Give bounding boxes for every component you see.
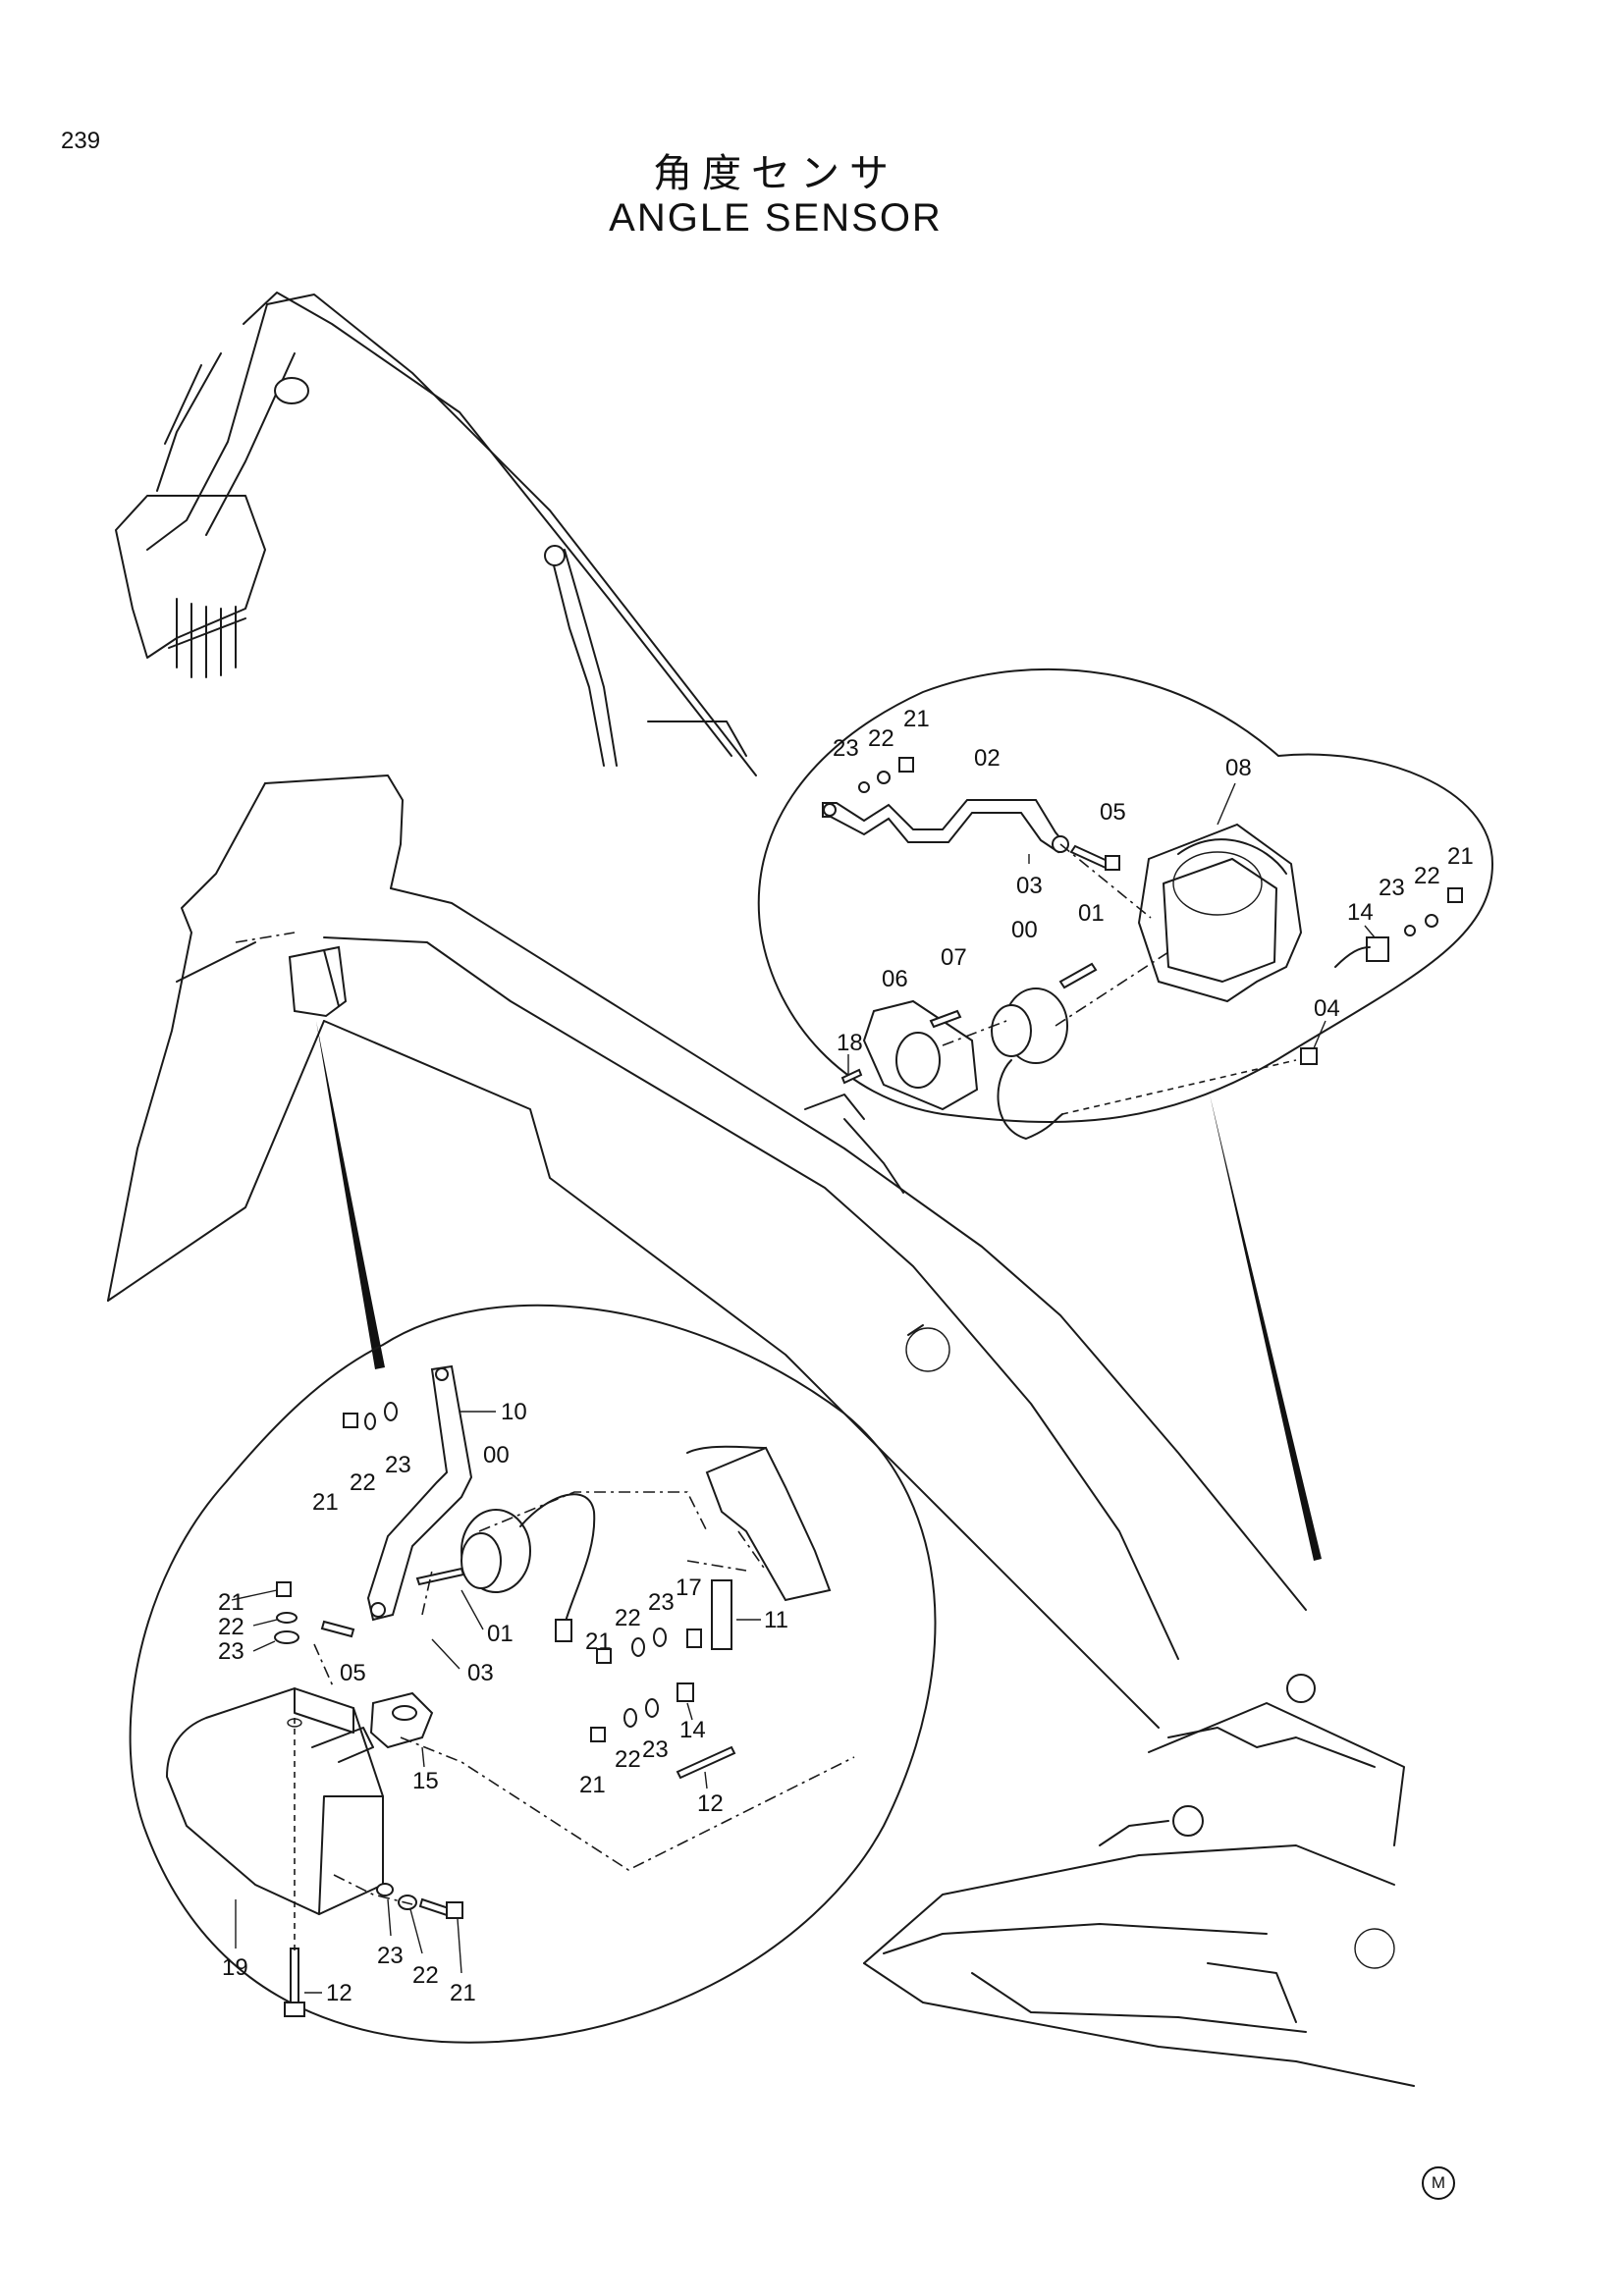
callout-15: 15 xyxy=(412,1768,439,1794)
callout-23: 23 xyxy=(833,735,859,762)
callout-05: 05 xyxy=(1100,799,1126,826)
callout-19: 19 xyxy=(222,1954,248,1981)
callout-00: 00 xyxy=(1011,917,1038,943)
callout-23: 23 xyxy=(642,1736,669,1763)
callout-21: 21 xyxy=(903,706,930,732)
callout-17: 17 xyxy=(676,1575,702,1601)
boom-sensor-housing xyxy=(288,945,348,1018)
callout-00: 00 xyxy=(483,1442,510,1468)
callout-11: 11 xyxy=(764,1607,788,1633)
callout-23: 23 xyxy=(648,1589,675,1616)
callout-03: 03 xyxy=(1016,873,1043,899)
callout-22: 22 xyxy=(412,1962,439,1989)
callout-21: 21 xyxy=(450,1980,476,2006)
callout-04: 04 xyxy=(1314,995,1340,1022)
callout-03: 03 xyxy=(467,1660,494,1686)
callout-23: 23 xyxy=(385,1452,411,1478)
callout-18: 18 xyxy=(837,1030,863,1056)
callout-21: 21 xyxy=(218,1589,244,1616)
callout-01: 01 xyxy=(487,1621,514,1647)
callout-23: 23 xyxy=(218,1638,244,1665)
callout-22: 22 xyxy=(615,1605,641,1631)
pointer-lower xyxy=(316,1021,385,1369)
callout-01: 01 xyxy=(1078,900,1105,927)
callout-12: 12 xyxy=(697,1790,724,1817)
callout-10: 10 xyxy=(501,1399,527,1425)
lower-callouts: 10 00 21 22 23 21 22 23 01 05 03 17 22 2… xyxy=(218,1399,788,2006)
cover-19 xyxy=(165,1686,384,1916)
callout-22: 22 xyxy=(350,1469,376,1496)
callout-23: 23 xyxy=(1379,875,1405,901)
arm-sensor-mark xyxy=(274,377,309,404)
callout-21: 21 xyxy=(585,1629,612,1655)
callout-08: 08 xyxy=(1225,755,1252,781)
page-title-english: ANGLE SENSOR xyxy=(609,196,943,240)
callout-12: 12 xyxy=(326,1980,352,2006)
lever-10 xyxy=(366,1364,473,1622)
excavator-arm-overview xyxy=(115,292,757,776)
bracket-02 xyxy=(822,799,1067,854)
callout-22: 22 xyxy=(868,725,894,752)
callout-22: 22 xyxy=(218,1614,244,1640)
lower-detail-view xyxy=(129,1304,937,2044)
callout-06: 06 xyxy=(882,966,908,992)
cover-08 xyxy=(1137,823,1303,1003)
callout-05: 05 xyxy=(340,1660,366,1686)
callout-14: 14 xyxy=(679,1717,706,1743)
callout-22: 22 xyxy=(615,1746,641,1773)
pointer-upper xyxy=(1210,1095,1322,1561)
callout-02: 02 xyxy=(974,745,1001,772)
boom-outline xyxy=(107,774,1415,2087)
page-number: 239 xyxy=(61,128,101,154)
callout-23: 23 xyxy=(377,1943,404,1969)
callout-21: 21 xyxy=(312,1489,339,1516)
upper-callouts: 23 22 21 02 05 08 03 01 00 07 06 14 23 2… xyxy=(833,706,1474,1074)
callout-21: 21 xyxy=(1447,843,1474,870)
bracket-11 xyxy=(705,1446,832,1602)
page-title-japanese: 角度センサ xyxy=(653,151,898,196)
callout-22: 22 xyxy=(1414,863,1440,889)
upper-detail-view xyxy=(757,667,1493,1140)
callout-07: 07 xyxy=(941,944,967,971)
callout-21: 21 xyxy=(579,1772,606,1798)
marker-m-symbol: M xyxy=(1422,2166,1455,2200)
callout-14: 14 xyxy=(1347,899,1374,926)
